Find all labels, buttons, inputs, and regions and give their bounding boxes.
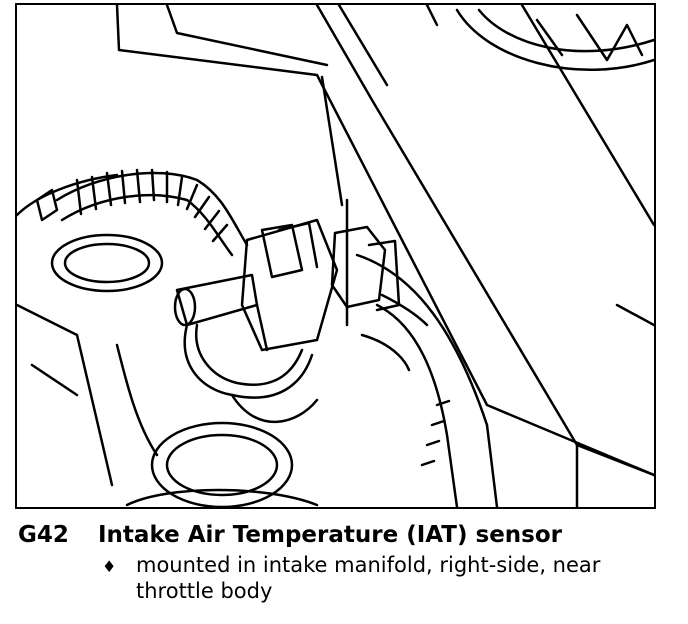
right-bracket <box>575 303 654 507</box>
engine-illustration <box>15 3 656 509</box>
component-name: Intake Air Temperature (IAT) sensor <box>98 522 562 548</box>
caption-note-row: ♦ mounted in intake manifold, right-side… <box>102 552 678 604</box>
diamond-bullet-icon: ♦ <box>102 557 117 576</box>
sensor-pigtail <box>183 323 319 424</box>
figure-caption: G42 Intake Air Temperature (IAT) sensor … <box>18 522 678 604</box>
component-code: G42 <box>18 522 69 548</box>
vw-emblem <box>455 8 654 72</box>
caption-title-row: G42 Intake Air Temperature (IAT) sensor <box>18 522 678 548</box>
manifold-panels <box>115 5 654 477</box>
wiring-harness <box>35 168 249 257</box>
location-note: mounted in intake manifold, right-side, … <box>136 553 601 603</box>
coolant-hose <box>355 253 499 507</box>
lower-port-rings <box>125 421 319 507</box>
sensor-hex-nut <box>330 225 429 327</box>
cylinder-cover <box>17 173 164 487</box>
iat-sensor-connector <box>173 218 339 352</box>
